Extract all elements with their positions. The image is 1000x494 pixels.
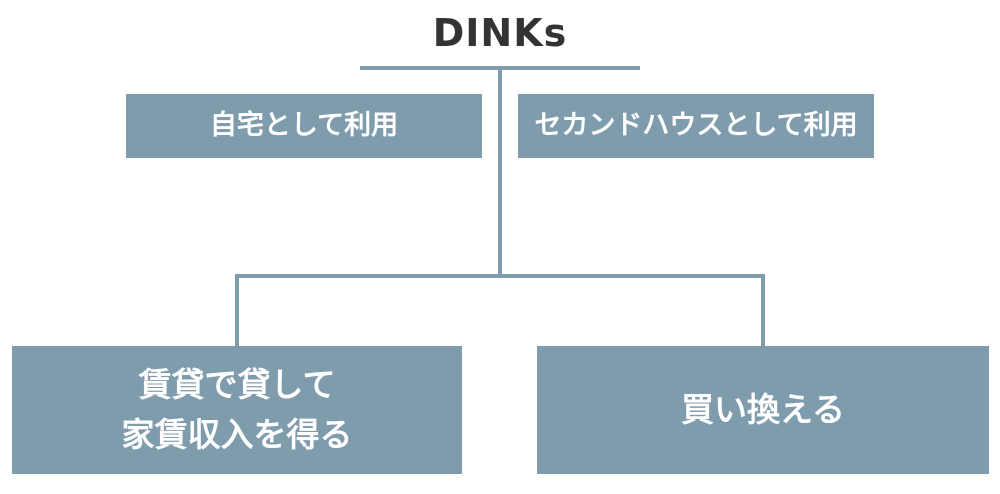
root-title: DINKs: [432, 11, 568, 55]
option-label-replace: 買い換える: [680, 390, 845, 429]
option-label-rent-out-line1: 賃貸で貸して: [138, 365, 336, 404]
option-label-home-use: 自宅として利用: [209, 110, 399, 141]
option-box-rent-out: 賃貸で貸して 家賃収入を得る: [12, 346, 462, 474]
center-vertical-connector: [498, 66, 502, 278]
option-label-second-house: セカンドハウスとして利用: [534, 110, 858, 141]
option-label-rent-out-line2: 家賃収入を得る: [121, 415, 353, 454]
option-box-replace: 買い換える: [537, 346, 989, 474]
option-box-home-use: 自宅として利用: [126, 94, 482, 158]
left-drop-connector: [235, 274, 239, 346]
lower-horizontal-connector: [235, 274, 765, 278]
right-drop-connector: [761, 274, 765, 346]
option-box-second-house: セカンドハウスとして利用: [518, 94, 874, 158]
